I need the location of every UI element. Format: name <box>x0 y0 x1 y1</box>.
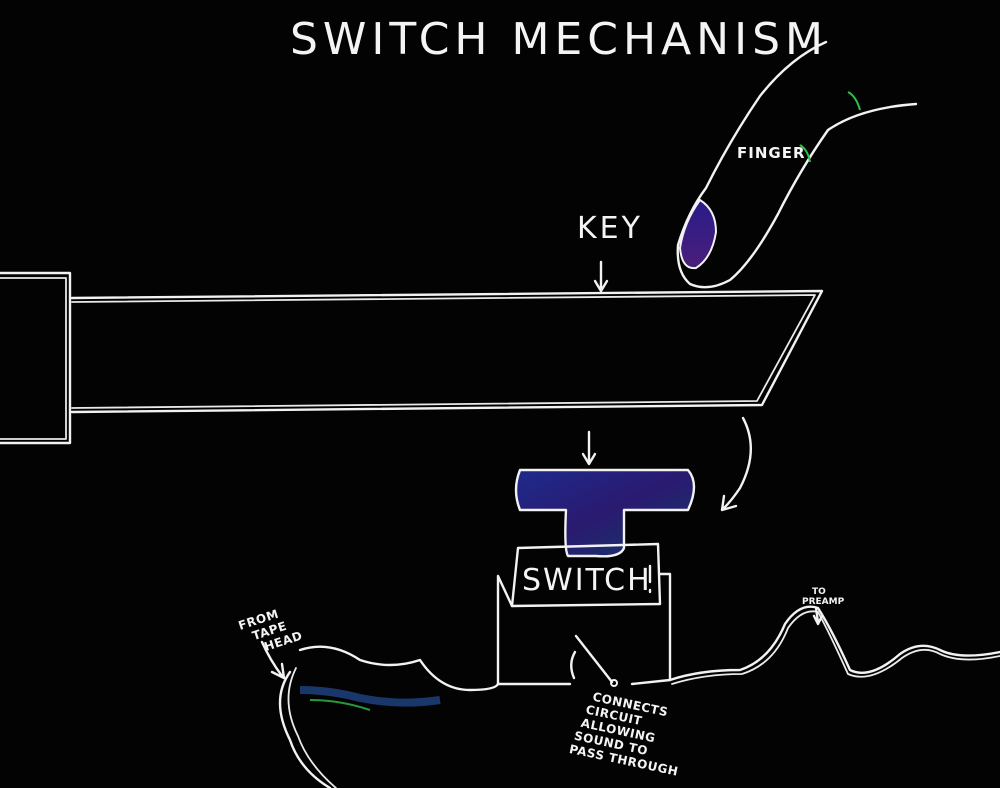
left-signal-wire-lower <box>278 670 332 788</box>
left-signal-wire <box>298 645 500 692</box>
switch-label: SWITCH <box>522 563 652 598</box>
left-wire-glow-green <box>309 699 371 711</box>
to-preamp-label: TO PREAMP <box>802 587 845 607</box>
to-label-line-1: TO <box>812 587 826 597</box>
left-wire-glow <box>299 686 441 707</box>
right-signal-wire-inner <box>671 610 1000 685</box>
switch-contact-point <box>610 679 618 687</box>
finger-label: FINGER <box>737 144 806 162</box>
switch-contact-lever <box>574 634 614 684</box>
to-preamp-arrow <box>812 606 824 626</box>
from-tape-head-arrow <box>260 640 286 680</box>
switch-collar <box>510 542 662 608</box>
finger-knuckle-mark-2 <box>799 144 811 163</box>
from-tape-head-label: FROM TAPE HEAD <box>237 602 305 660</box>
connects-circuit-label: CONNECTS CIRCUIT ALLOWING SOUND TO PASS … <box>568 687 691 779</box>
to-label-line-2: PREAMP <box>802 597 845 607</box>
switch-housing <box>496 572 672 686</box>
key-pivot-block-inner <box>0 277 67 440</box>
key-arrow <box>593 260 609 293</box>
key-label: KEY <box>577 211 643 246</box>
piano-key-bar-inner <box>71 294 816 409</box>
key-to-switch-curved-arrow <box>720 416 753 512</box>
switch-plunger-cap <box>514 468 696 558</box>
finger-outline <box>676 40 918 289</box>
diagram-title: SWITCH MECHANISM <box>290 14 828 65</box>
fingernail-icon <box>678 198 718 270</box>
right-signal-wire <box>668 605 1000 682</box>
down-arrow-icon <box>581 430 597 466</box>
finger-knuckle-mark <box>847 91 861 111</box>
left-signal-wire-lower-inner <box>287 667 337 788</box>
piano-key-bar <box>70 289 824 414</box>
key-pivot-block <box>0 271 72 445</box>
switch-contact-pivot <box>570 650 577 680</box>
